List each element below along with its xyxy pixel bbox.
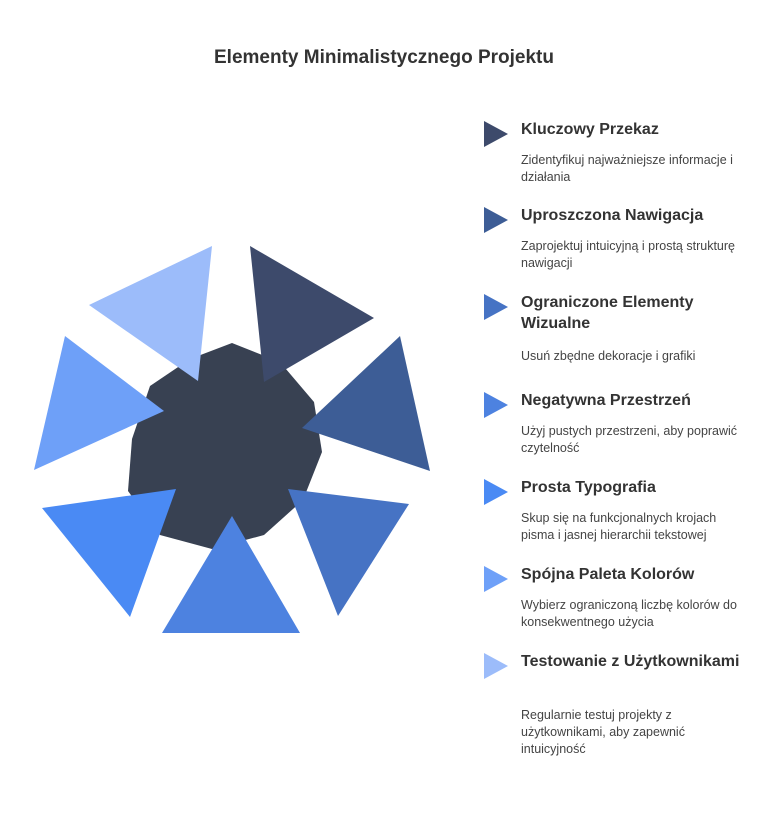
arrow-marker-icon — [484, 392, 508, 418]
item-description: Zaprojektuj intuicyjną i prostą struktur… — [521, 239, 735, 270]
segment-triangle-prosta-typografia — [42, 489, 176, 617]
item-title: Prosta Typografia — [521, 479, 656, 496]
item-title: Spójna Paleta Kolorów — [521, 566, 695, 583]
item-description: Usuń zbędne dekoracje i grafiki — [521, 349, 696, 363]
item-description: Regularnie testuj projekty z użytkownika… — [521, 708, 685, 756]
segment-triangle-spojna-paleta — [34, 336, 164, 470]
item-description: Skup się na funkcjonalnych krojach pisma… — [521, 511, 717, 542]
arrow-marker-icon — [484, 479, 508, 505]
segment-triangle-kluczowy-przekaz — [250, 246, 374, 382]
segment-triangle-ograniczone-elementy — [288, 489, 409, 616]
item-title: Negatywna Przestrzeń — [521, 392, 691, 409]
arrow-marker-icon — [484, 653, 508, 679]
diagram-title: Elementy Minimalistycznego Projektu — [214, 47, 554, 68]
item-title: Uproszczona Nawigacja — [521, 207, 704, 224]
arrow-marker-icon — [484, 121, 508, 147]
item-title: Kluczowy Przekaz — [521, 121, 659, 138]
item-description: Zidentyfikuj najważniejsze informacje i … — [521, 153, 733, 184]
central-hub — [128, 343, 322, 549]
segment-triangle-negatywna-przestrzen — [162, 516, 300, 633]
arrow-marker-icon — [484, 294, 508, 320]
item-description: Użyj pustych przestrzeni, aby poprawić c… — [521, 424, 738, 455]
item-title: Ograniczone Elementy Wizualne — [521, 294, 694, 332]
item-title: Testowanie z Użytkownikami — [521, 653, 740, 670]
item-description: Wybierz ograniczoną liczbę kolorów do ko… — [521, 598, 737, 629]
arrow-marker-icon — [484, 566, 508, 592]
segment-triangle-uproszczona-nawigacja — [302, 336, 430, 471]
segment-triangle-testowanie — [89, 246, 212, 381]
arrow-marker-icon — [484, 207, 508, 233]
